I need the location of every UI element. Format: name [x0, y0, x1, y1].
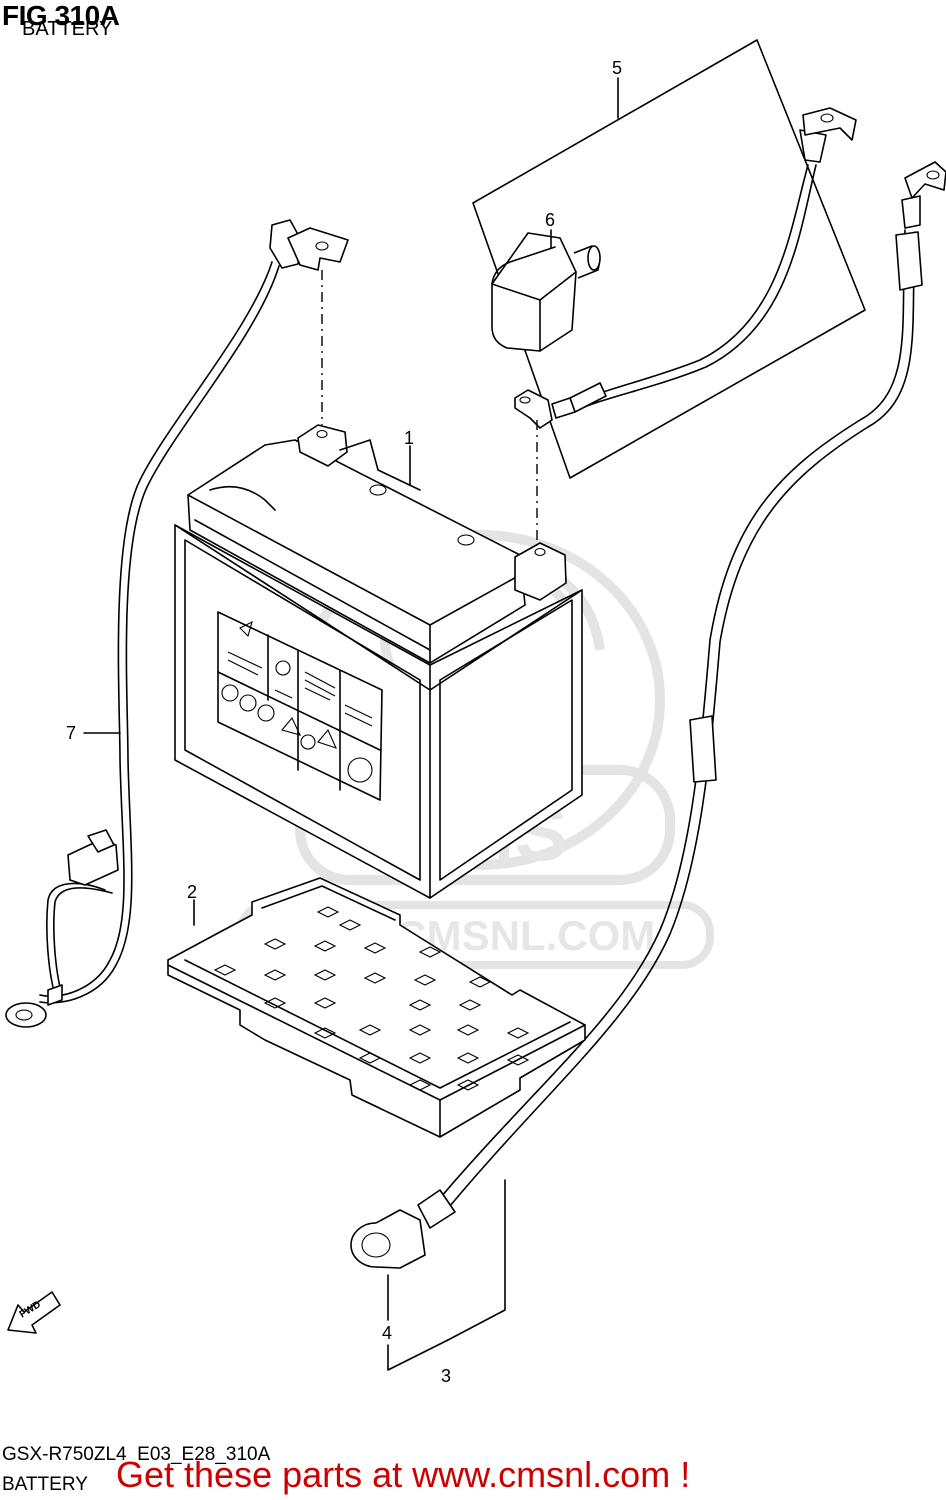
part-7-wire-harness: [5, 219, 349, 1028]
callout-4[interactable]: 4: [382, 1323, 393, 1343]
part-2-battery-tray: [167, 877, 586, 1138]
fwd-direction-arrow: FWD: [7, 1291, 61, 1334]
callout-2[interactable]: 2: [187, 882, 198, 902]
part-1-battery: [174, 424, 583, 899]
footer-battery-label: BATTERY: [2, 1474, 88, 1495]
model-code: GSX-R750ZL4_E03_E28_310A: [2, 1444, 271, 1465]
callout-3[interactable]: 3: [441, 1366, 452, 1386]
part-3-ground-cable: [350, 161, 946, 1269]
callout-7[interactable]: 7: [66, 723, 77, 743]
figure-subtitle: BATTERY: [22, 18, 113, 40]
leader-lines: [83, 77, 619, 1371]
promo-link[interactable]: Get these parts at www.cmsnl.com !: [116, 1454, 691, 1495]
callout-1[interactable]: 1: [404, 428, 415, 448]
part-6-terminal-cap: [491, 232, 601, 352]
callout-6[interactable]: 6: [545, 210, 556, 230]
figure-title: FIG 310A: [2, 0, 120, 31]
assembly-guide-lines: [321, 270, 538, 550]
part-5-kit-panel: [472, 39, 866, 479]
part-5-positive-cable: [514, 107, 857, 429]
callout-5[interactable]: 5: [612, 58, 623, 78]
